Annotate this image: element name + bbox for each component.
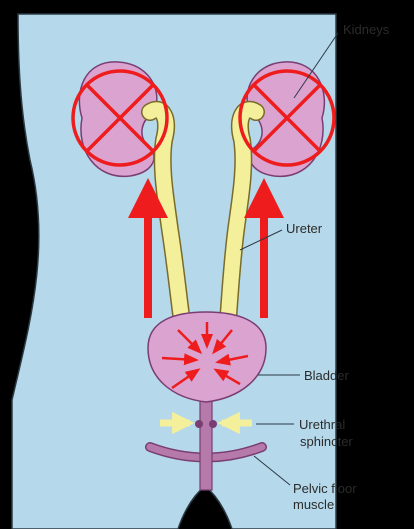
sphincter-right (209, 420, 217, 428)
label-muscle: muscle (293, 497, 334, 512)
label-urethral: Urethral (299, 417, 345, 432)
label-kidneys: Kidneys (343, 22, 390, 37)
label-sphincter: sphincter (300, 434, 353, 449)
label-pelvic-floor: Pelvic floor (293, 481, 357, 496)
urethra (200, 392, 212, 490)
sphincter-left (195, 420, 203, 428)
label-bladder: Bladder (304, 368, 349, 383)
label-ureter: Ureter (286, 221, 323, 236)
